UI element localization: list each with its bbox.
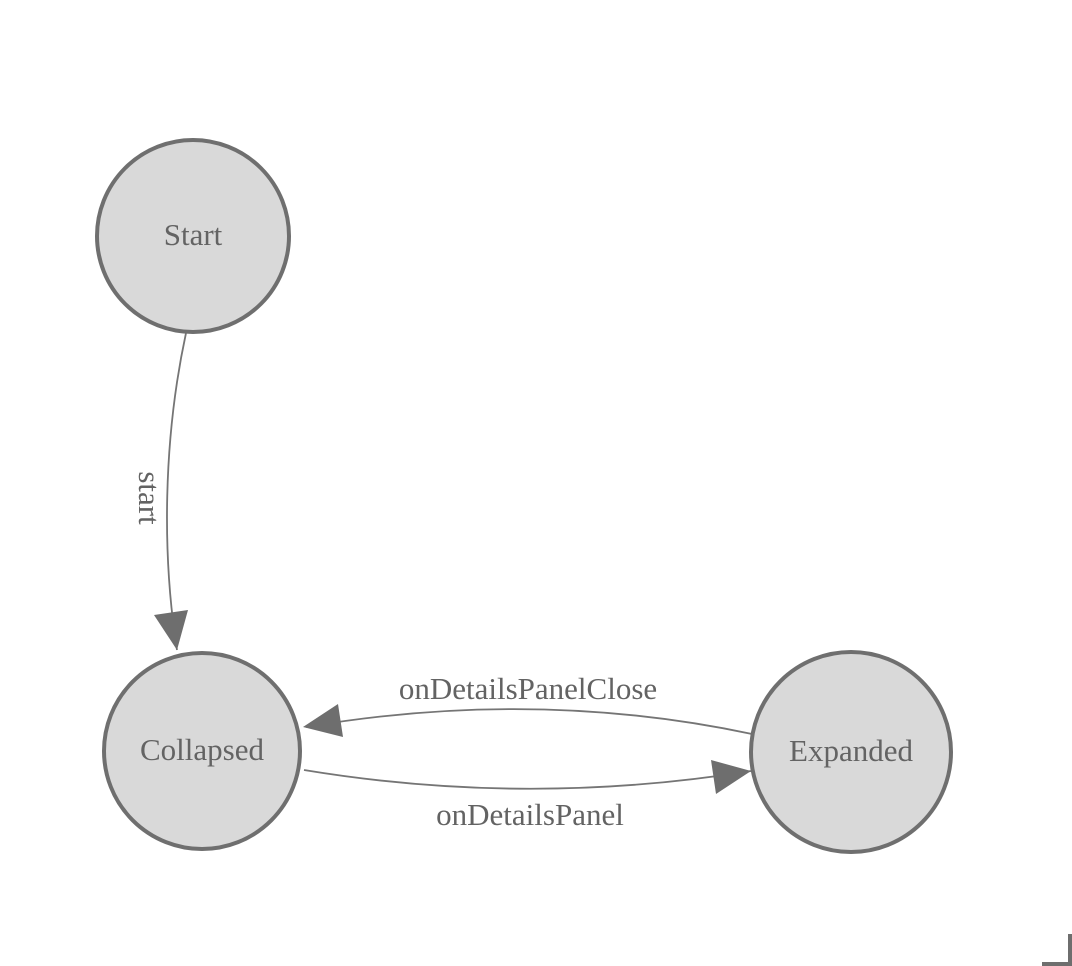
state-node-collapsed-circle[interactable] [102, 651, 302, 851]
transition-expanded-to-collapsed: onDetailsPanelClose [303, 671, 753, 737]
arrowhead-into-expanded-left [711, 760, 751, 794]
arrowhead-into-collapsed-top [154, 610, 188, 650]
resize-corner-vertical-bar[interactable] [1068, 934, 1072, 966]
transition-collapsed-to-expanded: onDetailsPanel [303, 760, 752, 832]
state-node-start-label: Start [164, 217, 223, 252]
state-node-start-circle[interactable] [95, 138, 291, 334]
state-node-expanded-circle[interactable] [749, 650, 953, 854]
state-node-start[interactable]: Start [95, 138, 291, 334]
transition-start-path [166, 332, 187, 651]
transition-label-on-details-panel-close: onDetailsPanelClose [399, 671, 657, 706]
transition-close-path [305, 708, 753, 735]
state-node-expanded-label: Expanded [789, 733, 913, 768]
arrowhead-into-collapsed-right [303, 704, 343, 737]
state-node-collapsed[interactable]: Collapsed [102, 651, 302, 851]
state-node-expanded[interactable]: Expanded [749, 650, 953, 854]
transition-label-start: start [132, 471, 167, 525]
canvas-resize-corner[interactable] [1042, 934, 1072, 966]
transition-open-path [303, 769, 752, 790]
resize-corner-horizontal-bar[interactable] [1042, 962, 1072, 966]
state-node-collapsed-label: Collapsed [140, 732, 264, 767]
transition-label-on-details-panel: onDetailsPanel [436, 797, 624, 832]
transition-start-to-collapsed: start [132, 332, 188, 651]
